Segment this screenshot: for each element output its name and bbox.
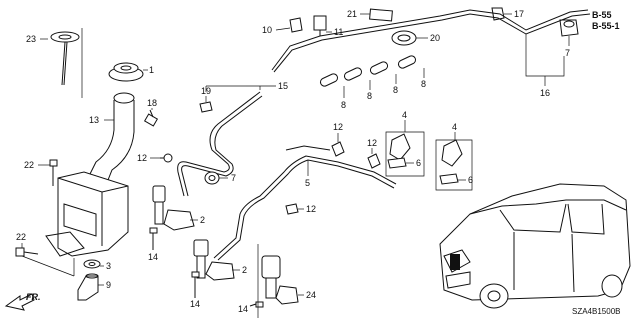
callout-7-b: 7 [565,48,570,58]
callout-14-a: 14 [148,252,158,262]
callout-7-a: 7 [231,173,236,183]
callout-12-c: 12 [367,138,377,148]
part-4-nozzle-left [387,133,411,169]
callout-10: 10 [262,25,272,35]
callout-22-b: 22 [16,232,26,242]
part-14-screw-a [149,227,158,250]
part-12-clip-a [160,153,173,163]
callout-6-a: 6 [416,158,421,168]
callout-12-a: 12 [137,153,147,163]
callout-17: 17 [514,9,524,19]
callout-5: 5 [305,178,310,188]
part-11-clip [313,15,327,36]
callout-8-a: 8 [341,100,346,110]
callout-6-b: 6 [468,175,473,185]
callout-14-c: 14 [238,304,248,314]
part-20-connector [391,30,417,46]
reference-b-55: B-55 [592,10,612,20]
part-14-screw-b [191,271,200,298]
callout-8-c: 8 [393,85,398,95]
callout-12-b: 12 [333,122,343,132]
callout-8-b: 8 [367,91,372,101]
part-12-clip-b [331,141,345,157]
callout-4-a: 4 [402,110,407,120]
callout-14-b: 14 [190,299,200,309]
callout-15: 15 [278,81,288,91]
part-4-nozzle-right [439,139,463,185]
reference-b-55-1: B-55-1 [592,21,620,31]
callout-2-a: 2 [200,215,205,225]
part-12-clip-d [285,203,299,215]
part-18-check-valve [143,109,159,127]
part-22-bolt-upper [49,159,58,186]
part-10-clip [289,17,303,33]
part-3-grommet [83,259,101,269]
part-7-grommet-b [559,19,579,37]
callout-23: 23 [26,34,36,44]
part-23-washer-cap-dipstick [50,31,80,86]
front-direction-arrow [4,293,35,311]
callout-13: 13 [89,115,99,125]
callout-3: 3 [106,261,111,271]
callout-9: 9 [106,280,111,290]
part-12-clip-c [367,153,381,169]
part-2-pump-upper [152,185,195,231]
part-24-pump [261,255,299,305]
callout-1: 1 [149,65,154,75]
callout-19: 19 [201,86,211,96]
diagram-code: SZA4B1500B [572,307,620,316]
callout-21: 21 [347,9,357,19]
front-direction-label: FR. [26,292,41,302]
part-7-grommet-a [204,171,220,185]
washer-reservoir-tank [45,171,129,257]
callout-2-b: 2 [242,265,247,275]
callout-8-d: 8 [421,79,426,89]
part-14-screw-c [249,301,264,308]
part-5-hose [213,145,397,261]
part-22-bolt-lower [15,247,39,257]
part-13-filler-neck [87,92,135,181]
part-2-pump-lower [193,239,235,281]
vehicle-illustration [439,183,631,309]
part-21-pad [369,8,393,22]
part-8-hose-set [319,55,417,87]
part-9-elbow [77,273,99,301]
callout-24: 24 [306,290,316,300]
part-19-clip [199,101,213,113]
callout-20: 20 [430,33,440,43]
callout-18: 18 [147,98,157,108]
part-15-hose [177,91,263,197]
callout-4-b: 4 [452,122,457,132]
callout-12-d: 12 [306,204,316,214]
part-1-cap [108,62,144,82]
callout-16: 16 [540,88,550,98]
callout-22-a: 22 [24,160,34,170]
callout-11: 11 [334,27,343,37]
part-16-hose [271,9,591,73]
